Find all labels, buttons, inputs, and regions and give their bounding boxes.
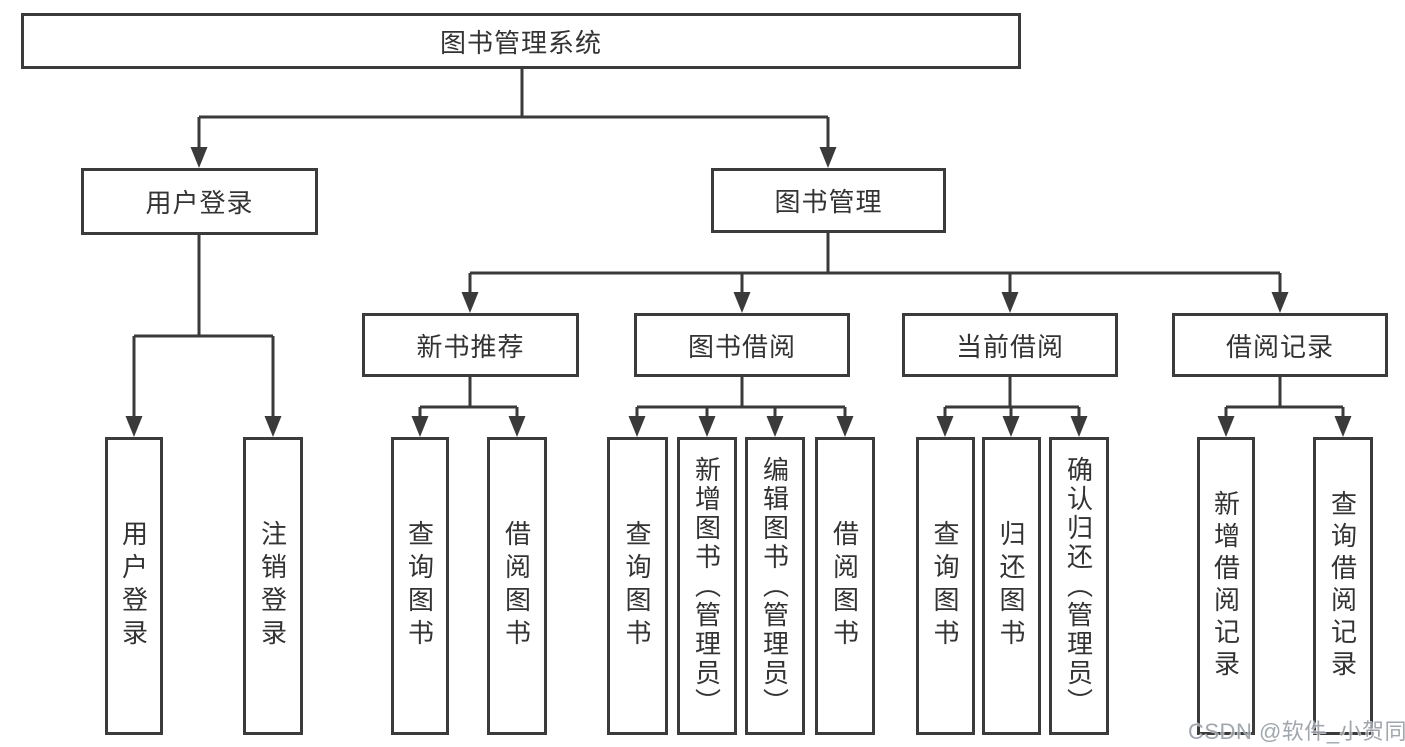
leaf-query-borrow-record: 查询借阅记录	[1313, 437, 1373, 735]
node-current-borrow: 当前借阅	[902, 313, 1118, 377]
node-user-login-label: 用户登录	[145, 188, 254, 218]
leaf-return-book: 归还图书	[982, 437, 1041, 735]
leaf-confirm-return-admin: 确认归还（管理员）	[1049, 437, 1109, 735]
leaf-logout-label: 注销登录	[257, 520, 288, 652]
node-root: 图书管理系统	[21, 13, 1021, 69]
leaf-confirm-return-admin-label: 确认归还（管理员）	[1063, 455, 1094, 717]
node-new-book-recommend: 新书推荐	[362, 313, 579, 377]
leaf-edit-book-admin: 编辑图书（管理员）	[745, 437, 805, 735]
node-book-borrow-label: 图书借阅	[687, 331, 796, 362]
leaf-borrow-book-borrow-label: 借阅图书	[829, 520, 860, 652]
leaf-query-borrow-record-label: 查询借阅记录	[1327, 490, 1358, 682]
node-root-label: 图书管理系统	[439, 27, 602, 58]
node-book-borrow: 图书借阅	[634, 313, 850, 377]
leaf-add-book-admin-label: 新增图书（管理员）	[691, 455, 722, 717]
node-borrow-records: 借阅记录	[1172, 313, 1388, 377]
leaf-query-book-recommend: 查询图书	[391, 437, 449, 735]
leaf-logout: 注销登录	[243, 437, 303, 735]
leaf-add-borrow-record: 新增借阅记录	[1197, 437, 1255, 735]
leaf-borrow-book-recommend-label: 借阅图书	[501, 520, 532, 652]
leaf-add-borrow-record-label: 新增借阅记录	[1210, 490, 1241, 682]
node-new-book-recommend-label: 新书推荐	[416, 331, 525, 362]
leaf-edit-book-admin-label: 编辑图书（管理员）	[759, 455, 790, 717]
leaf-query-book-current: 查询图书	[916, 437, 975, 735]
leaf-return-book-label: 归还图书	[996, 520, 1026, 652]
leaf-query-book-borrow-label: 查询图书	[622, 520, 652, 652]
leaf-query-book-recommend-label: 查询图书	[404, 520, 435, 652]
leaf-borrow-book-borrow: 借阅图书	[815, 437, 875, 735]
leaf-user-login: 用户登录	[105, 437, 163, 735]
node-borrow-records-label: 借阅记录	[1225, 331, 1334, 362]
watermark: CSDN @软件_小贺同学	[1188, 719, 1405, 744]
node-current-borrow-label: 当前借阅	[955, 331, 1064, 362]
node-book-management-label: 图书管理	[774, 187, 883, 217]
leaf-query-book-borrow: 查询图书	[607, 437, 668, 735]
leaf-borrow-book-recommend: 借阅图书	[487, 437, 547, 735]
node-user-login: 用户登录	[81, 168, 318, 235]
leaf-query-book-current-label: 查询图书	[930, 520, 960, 652]
node-book-management: 图书管理	[711, 168, 946, 233]
leaf-add-book-admin: 新增图书（管理员）	[677, 437, 737, 735]
leaf-user-login-label: 用户登录	[118, 520, 149, 652]
